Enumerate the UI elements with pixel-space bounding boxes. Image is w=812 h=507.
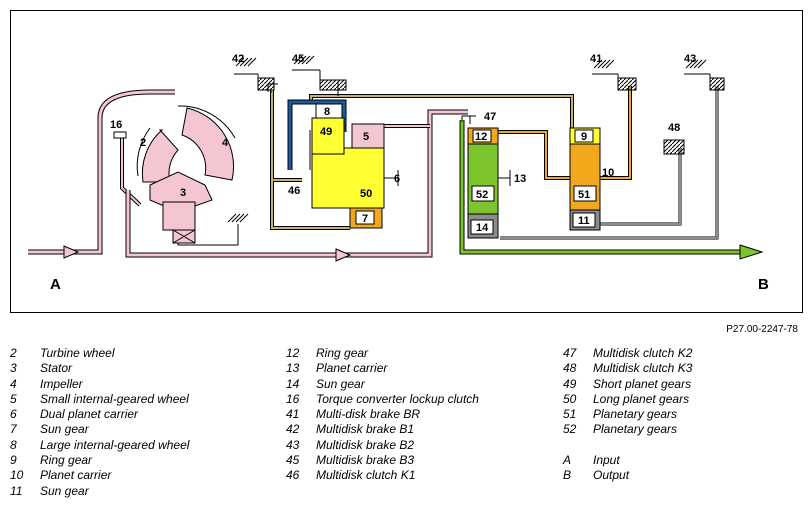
label-14: 14 [476, 222, 489, 234]
stator-ground-symbol [227, 213, 249, 223]
output-arrow [739, 244, 764, 260]
shaft-arrow [335, 248, 352, 262]
clutch-k3-symbol [663, 139, 685, 155]
planetary-set-2 [467, 127, 511, 239]
output-shaft-path [459, 120, 748, 255]
output-letter: B [758, 276, 769, 293]
label-7: 7 [362, 213, 368, 225]
label-47: 47 [484, 111, 496, 123]
clutch-k2-symbol [461, 115, 476, 124]
label-48: 48 [668, 122, 680, 134]
label-43: 43 [684, 53, 696, 65]
label-2: 2 [140, 137, 146, 149]
brake-br-symbol [592, 59, 637, 91]
brake-b1-symbol [234, 57, 275, 91]
label-51: 51 [578, 189, 590, 201]
label-6: 6 [394, 173, 400, 185]
label-52: 52 [476, 189, 488, 201]
label-8: 8 [324, 106, 330, 118]
transmission-schematic: A B 2 3 4 16 42 45 46 8 49 5 50 6 7 47 1… [10, 10, 803, 313]
torque-converter [113, 105, 236, 244]
figure-code: P27.00-2247-78 [726, 324, 798, 335]
label-41: 41 [590, 53, 602, 65]
label-50: 50 [360, 188, 372, 200]
planetary-set-3 [569, 127, 601, 231]
label-49: 49 [320, 126, 332, 138]
brake-b2-symbol [684, 59, 725, 91]
label-11: 11 [578, 215, 590, 227]
label-4: 4 [222, 137, 229, 149]
label-46: 46 [288, 185, 300, 197]
diagram-frame [10, 10, 803, 313]
gray-shafts [500, 86, 719, 240]
label-9: 9 [581, 131, 587, 143]
label-42: 42 [232, 53, 244, 65]
olive-shaft [267, 83, 574, 230]
turbine-wheel-shape [141, 129, 179, 183]
label-45: 45 [292, 53, 304, 65]
label-13: 13 [514, 173, 526, 185]
impeller-shape [181, 107, 235, 181]
input-letter: A [50, 276, 61, 293]
brake-b3-symbol [292, 55, 347, 96]
blue-shaft [287, 99, 347, 170]
input-arrow [63, 245, 80, 259]
label-3: 3 [180, 187, 186, 199]
label-12: 12 [475, 131, 487, 143]
label-16: 16 [110, 119, 122, 131]
planetary-set-1 [309, 103, 399, 229]
label-10: 10 [602, 167, 614, 179]
label-5: 5 [363, 131, 369, 143]
